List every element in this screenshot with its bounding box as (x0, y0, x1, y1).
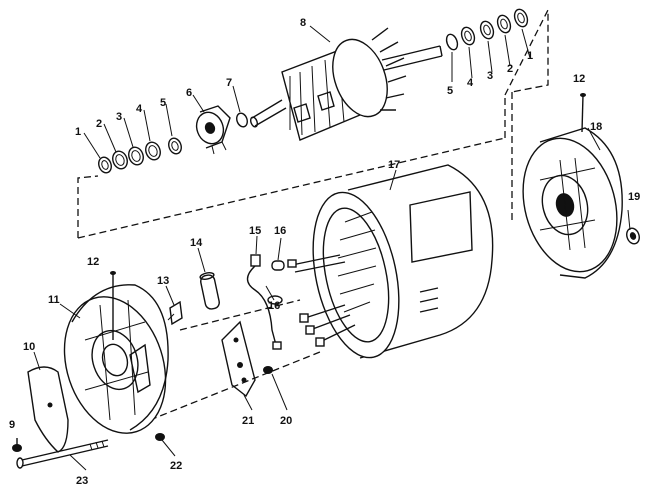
cap-19 (626, 227, 640, 245)
callout-13: 13 (157, 275, 169, 287)
callout-5-left: 5 (160, 97, 166, 109)
callout-20: 20 (280, 415, 292, 427)
callout-2-left: 2 (96, 118, 102, 130)
snap-ring (236, 112, 248, 128)
capacitor (199, 272, 220, 310)
callout-11: 11 (48, 294, 60, 306)
washer-right-5 (445, 33, 459, 51)
callout-8: 8 (300, 17, 306, 29)
terminal-lead-assembly (246, 254, 285, 350)
washer-1 (98, 156, 112, 174)
washer-2 (112, 150, 128, 170)
washer-5 (168, 137, 182, 155)
stator-housing (287, 164, 494, 359)
callout-10: 10 (23, 341, 35, 353)
callout-3-left: 3 (116, 111, 122, 123)
screw-20 (263, 366, 273, 374)
screw-9 (12, 438, 22, 452)
leader-lines (33, 25, 631, 471)
callout-15: 15 (249, 225, 261, 237)
callout-21: 21 (242, 415, 254, 427)
washer-right-3 (479, 20, 495, 40)
end-bell-left (63, 284, 169, 434)
callout-5-right: 5 (447, 85, 453, 97)
callout-1-right: 1 (527, 50, 533, 62)
callout-12-left: 12 (87, 256, 99, 268)
callout-12-right: 12 (573, 73, 585, 85)
nut-22 (155, 433, 165, 441)
governor-assembly (195, 105, 231, 155)
callout-7: 7 (226, 77, 232, 89)
through-bolt (16, 439, 109, 469)
bolt-right-12 (580, 93, 586, 133)
callout-16-upper: 16 (274, 225, 286, 237)
callout-14: 14 (190, 237, 203, 249)
dashed-bracket-right (504, 9, 549, 220)
callout-1-left: 1 (75, 126, 81, 138)
switch-plate (221, 320, 256, 398)
callout-4-left: 4 (136, 103, 143, 115)
rotor-assembly (250, 27, 443, 141)
callout-19: 19 (628, 191, 640, 203)
callout-22: 22 (170, 460, 182, 472)
callout-3-right: 3 (487, 70, 493, 82)
callout-23: 23 (76, 475, 88, 487)
washer-4 (145, 141, 161, 161)
washer-right-1 (513, 8, 529, 28)
axis-line-lower (149, 351, 321, 421)
washer-right-4 (460, 26, 476, 46)
callout-9: 9 (9, 419, 15, 431)
callout-18: 18 (590, 121, 602, 133)
axis-line-mid (179, 299, 301, 331)
callout-4-right: 4 (467, 77, 474, 89)
callout-6: 6 (186, 87, 192, 99)
washer-3 (128, 146, 144, 166)
cover-plate (27, 366, 69, 453)
bolt-left-12 (110, 271, 116, 340)
clip (167, 300, 183, 326)
callout-2-right: 2 (507, 63, 513, 75)
washer-right-2 (496, 14, 512, 34)
dashed-bracket-left (77, 95, 506, 239)
callout-16-lower: 16 (268, 300, 280, 312)
end-bell-right (522, 127, 623, 279)
callout-17: 17 (388, 159, 400, 171)
callout-labels: 1 2 3 4 5 6 7 8 5 4 3 2 1 12 18 17 19 14… (9, 17, 640, 487)
